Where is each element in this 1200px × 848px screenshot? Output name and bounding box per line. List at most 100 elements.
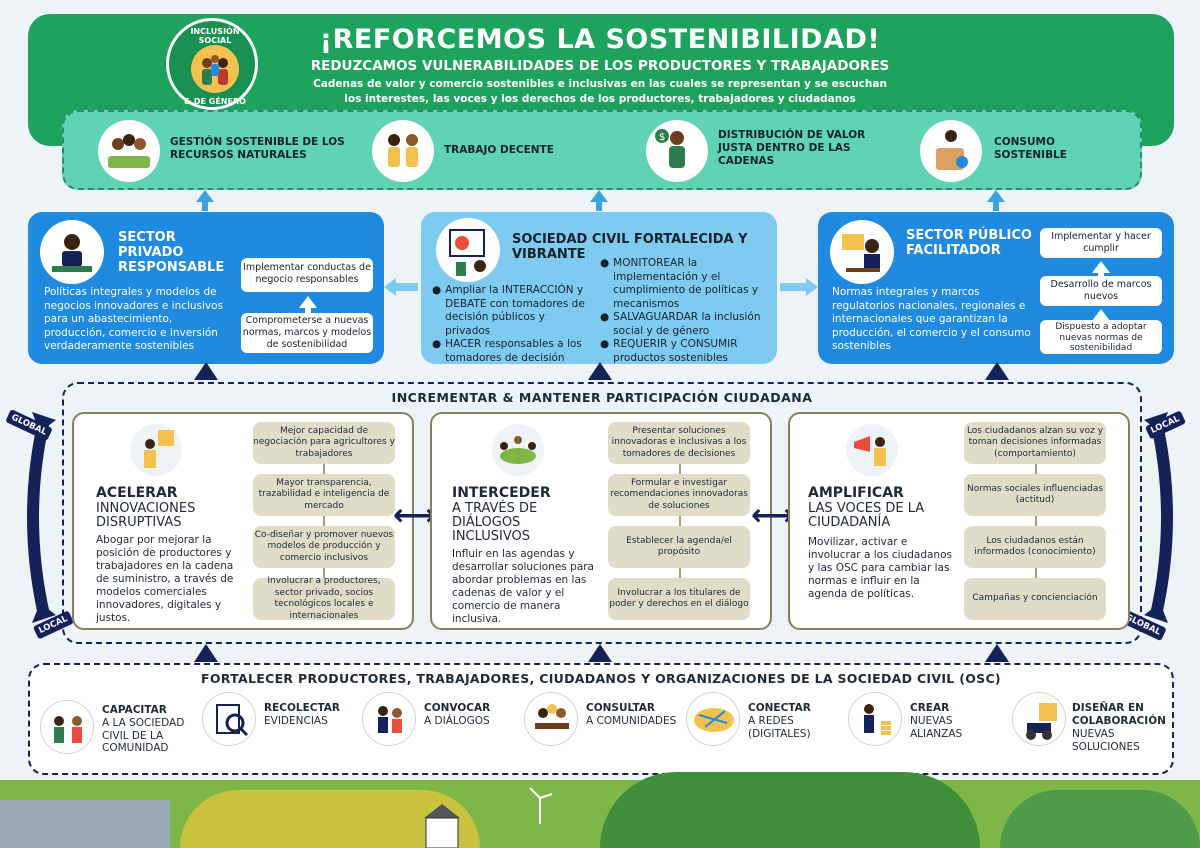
arrow-stem bbox=[596, 201, 602, 211]
badge-top-text: INCLUSIÓN SOCIAL bbox=[190, 27, 240, 45]
steps-line bbox=[1035, 440, 1037, 600]
connector-left bbox=[388, 283, 418, 291]
header-description-2: los interestes, las voces y los derechos… bbox=[344, 93, 856, 105]
arrow-stem bbox=[1098, 270, 1104, 276]
arrow-up-icon bbox=[987, 190, 1005, 202]
accelerate-text: Abogar por mejorar la posición de produc… bbox=[96, 534, 234, 624]
community-meeting-icon bbox=[524, 692, 578, 746]
presentation-icon bbox=[436, 218, 500, 282]
farmers-group-icon bbox=[98, 120, 160, 182]
steps-line bbox=[323, 440, 325, 600]
action-bold-4: CONSULTAR bbox=[586, 702, 656, 714]
arrow-stem bbox=[305, 305, 311, 313]
puzzle-person-icon bbox=[128, 422, 184, 478]
justice-icon bbox=[830, 220, 894, 284]
action-text-7: NUEVAS SOLUCIONES bbox=[1072, 728, 1140, 753]
civil-right-item: MONITOREAR la implementación y el cumpli… bbox=[613, 257, 759, 310]
action-text-2: EVIDENCIAS bbox=[264, 715, 328, 727]
amplify-heading: AMPLIFICAR bbox=[808, 485, 904, 501]
page-title: ¡REFORCEMOS LA SOSTENIBILIDAD! bbox=[319, 24, 881, 55]
svg-text:$: $ bbox=[659, 132, 665, 143]
public-box-3: Dispuesto a adoptar nuevas normas de sos… bbox=[1040, 320, 1162, 354]
wind-turbine-icon bbox=[520, 784, 560, 824]
steps-line bbox=[679, 440, 681, 600]
double-arrow-icon: ⟷ bbox=[393, 498, 437, 533]
amplify-step-3: Los ciudadanos están informados (conocim… bbox=[964, 526, 1106, 568]
public-box-1: Implementar y hacer cumplir bbox=[1040, 228, 1162, 258]
intercede-step-3: Establecer la agenda/el propósito bbox=[608, 526, 750, 568]
action-bold-6: CREAR bbox=[910, 702, 950, 714]
magnifier-document-icon bbox=[202, 692, 256, 746]
civil-left-list: ●Ampliar la INTERACCIÓN y DEBATE con tom… bbox=[432, 284, 592, 365]
action-bold-7: DISEÑAR EN COLABORACIÓN bbox=[1072, 702, 1166, 727]
inclusion-badge: INCLUSIÓN SOCIAL & DE GÉNERO bbox=[166, 18, 258, 110]
arrow-up-icon bbox=[299, 296, 317, 308]
people-icon bbox=[191, 45, 239, 93]
navy-arrow-up-icon bbox=[194, 644, 218, 662]
civil-right-item: REQUERIR y CONSUMIR productos sostenible… bbox=[613, 338, 738, 364]
connector-right bbox=[780, 283, 810, 291]
private-box-1: Implementar conductas de negocio respons… bbox=[241, 258, 373, 292]
arrow-up-icon bbox=[196, 190, 214, 202]
amplify-subheading: LAS VOCES DE LA CIUDADANÍA bbox=[808, 501, 925, 530]
participation-frame bbox=[62, 382, 1142, 644]
trainees-icon bbox=[40, 700, 94, 754]
private-sector-text: Políticas integrales y modelos de negoci… bbox=[44, 286, 224, 352]
navy-arrow-up-icon bbox=[194, 362, 218, 380]
intercede-text: Influir en las agendas y desarrollar sol… bbox=[452, 548, 594, 625]
goal-label-4: CONSUMO SOSTENIBLE bbox=[994, 136, 1067, 161]
accelerate-subheading: INNOVACIONES DISRUPTIVAS bbox=[96, 501, 196, 530]
arrow-up-icon bbox=[590, 190, 608, 202]
intercede-subheading: A TRAVÉS DE DIÁLOGOS INCLUSIVOS bbox=[452, 501, 538, 544]
accelerate-step-2: Mayor transparencia, trazabilidad e inte… bbox=[253, 474, 395, 516]
page-subtitle: REDUZCAMOS VULNERABILIDADES DE LOS PRODU… bbox=[310, 58, 890, 74]
barn-icon bbox=[420, 800, 464, 848]
action-text-3: A DIÁLOGOS bbox=[424, 715, 490, 727]
action-text-6: NUEVAS ALIANZAS bbox=[910, 715, 963, 740]
accelerate-step-3: Co-diseñar y promover nuevos modelos de … bbox=[253, 526, 395, 568]
goal-label-3: DISTRIBUCIÓN DE VALOR JUSTA DENTRO DE LA… bbox=[718, 129, 866, 167]
goal-label-2: TRABAJO DECENTE bbox=[444, 144, 554, 156]
village-hill bbox=[1000, 790, 1200, 848]
global-local-arrow-left bbox=[14, 410, 60, 625]
navy-arrow-up-icon bbox=[588, 644, 612, 662]
amplify-step-4: Campañas y concienciación bbox=[964, 578, 1106, 620]
money-woman-icon: $ bbox=[646, 120, 708, 182]
goal-label-1: GESTIÓN SOSTENIBLE DE LOS RECURSOS NATUR… bbox=[170, 136, 345, 161]
action-text-1: A LA SOCIEDAD CIVIL DE LA COMUNIDAD bbox=[102, 717, 185, 754]
amplify-step-2: Normas sociales influenciadas (actitud) bbox=[964, 474, 1106, 516]
public-sector-title: SECTOR PÚBLICO FACILITADOR bbox=[906, 228, 1032, 258]
round-table-icon bbox=[490, 422, 546, 478]
arrow-up-icon bbox=[1092, 261, 1110, 273]
participation-title: INCREMENTAR & MANTENER PARTICIPACIÓN CIU… bbox=[391, 390, 813, 405]
navy-arrow-up-icon bbox=[985, 362, 1009, 380]
amplify-text: Movilizar, activar e involucrar a los ci… bbox=[808, 536, 952, 600]
intercede-step-1: Presentar soluciones innovadoras e inclu… bbox=[608, 422, 750, 464]
accelerate-heading: ACELERAR bbox=[96, 485, 178, 501]
civil-right-item: SALVAGUARDAR la inclusión social y de gé… bbox=[613, 311, 761, 337]
businessman-icon bbox=[40, 220, 104, 284]
arrow-stem bbox=[993, 201, 999, 211]
intercede-step-4: Involucrar a los titulares de poder y de… bbox=[608, 578, 750, 620]
strengthen-frame bbox=[28, 663, 1174, 775]
arrow-left-icon bbox=[384, 278, 396, 296]
alliance-icon bbox=[848, 692, 902, 746]
navy-arrow-up-icon bbox=[588, 362, 612, 380]
action-bold-5: CONECTAR bbox=[748, 702, 811, 714]
action-text-5: A REDES (DIGITALES) bbox=[748, 715, 811, 740]
private-sector-title: SECTOR PRIVADO RESPONSABLE bbox=[118, 230, 225, 275]
global-local-arrow-right bbox=[1140, 410, 1186, 625]
arrow-up-icon bbox=[1092, 309, 1110, 321]
double-arrow-icon: ⟷ bbox=[751, 498, 795, 533]
action-bold-1: CAPACITAR bbox=[102, 704, 167, 716]
intercede-step-2: Formular e investigar recomendaciones in… bbox=[608, 474, 750, 516]
civil-left-item: Ampliar la INTERACCIÓN y DEBATE con toma… bbox=[445, 284, 585, 337]
public-sector-text: Normas integrales y marcos regulatorios … bbox=[832, 286, 1031, 352]
civil-society-title: SOCIEDAD CIVIL FORTALECIDA Y VIBRANTE bbox=[512, 232, 748, 262]
shopper-icon bbox=[920, 120, 982, 182]
megaphone-person-icon bbox=[844, 422, 900, 478]
network-map-icon bbox=[686, 692, 740, 746]
action-text-4: A COMUNIDADES bbox=[586, 715, 677, 727]
accelerate-step-1: Mejor capacidad de negociación para agri… bbox=[253, 422, 395, 464]
forest-hill bbox=[600, 772, 980, 848]
